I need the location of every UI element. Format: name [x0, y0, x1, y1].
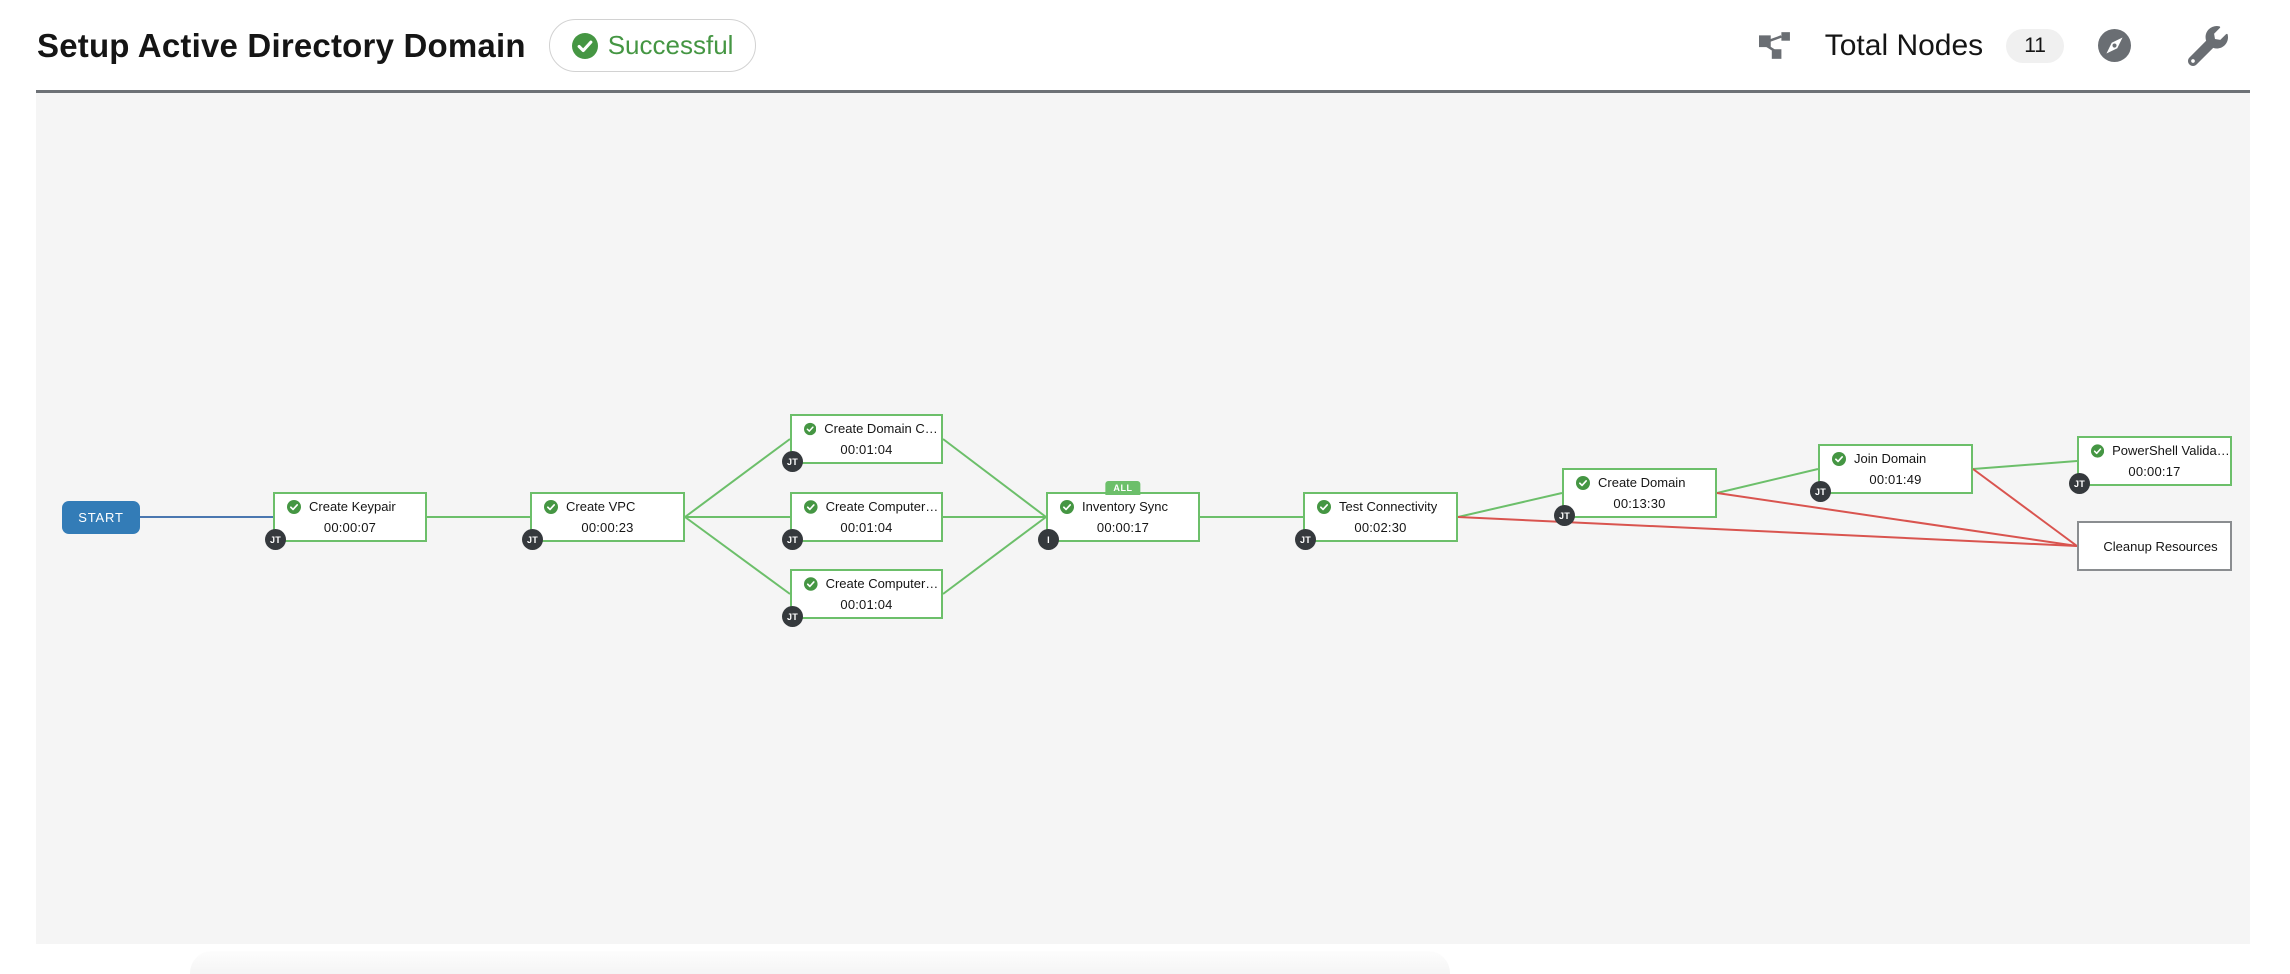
edge-create-domain-to-cleanup-resources[interactable]	[1716, 492, 2078, 547]
wrench-icon	[2188, 25, 2228, 66]
node-title-row: Create Computer (1)	[792, 499, 941, 514]
node-title-row: Create Computer (2)	[792, 576, 941, 591]
node-success-icon	[1832, 451, 1846, 466]
node-title-row: Join Domain	[1820, 451, 1971, 466]
page-header: Setup Active Directory Domain Successful…	[0, 0, 2290, 91]
edge-create-domain-to-join-domain[interactable]	[1716, 468, 1819, 494]
canvas-top-border	[36, 90, 2250, 93]
node-title-row: Create VPC	[532, 499, 683, 514]
node-type-badge-i: I	[1038, 529, 1059, 550]
bottom-panel-edge	[190, 951, 1450, 974]
node-elapsed-time: 00:01:04	[840, 520, 893, 535]
edge-join-domain-to-powershell-validation[interactable]	[1972, 460, 2078, 470]
node-success-icon	[1317, 499, 1331, 514]
compass-icon	[2098, 29, 2131, 62]
header-left: Setup Active Directory Domain Successful	[37, 19, 757, 72]
node-success-icon	[804, 422, 817, 435]
success-check-icon	[571, 32, 598, 59]
node-label: Create Domain Contr...	[824, 421, 941, 436]
node-elapsed-time: 00:01:04	[840, 597, 893, 612]
node-run-condition-tag: ALL	[1105, 481, 1141, 495]
topology-icon	[1758, 32, 1790, 59]
node-label: Join Domain	[1854, 451, 1927, 466]
node-type-badge-jt: JT	[2069, 473, 2090, 494]
node-elapsed-time: 00:00:17	[2128, 464, 2181, 479]
node-label: Test Connectivity	[1339, 499, 1438, 514]
node-label: Create VPC	[566, 499, 636, 514]
node-type-badge-jt: JT	[1554, 505, 1575, 526]
node-title-row: Create Domain Contr...	[792, 421, 941, 436]
node-type-badge-jt: JT	[782, 606, 803, 627]
node-elapsed-time: 00:01:49	[1869, 472, 1922, 487]
node-elapsed-time: 00:00:23	[581, 520, 634, 535]
edge-create-computer-2-to-inventory-sync[interactable]	[942, 516, 1047, 595]
node-label: Create Computer (1)	[825, 499, 941, 514]
edge-create-domain-controller-to-inventory-sync[interactable]	[942, 438, 1047, 518]
node-title-row: PowerShell Validation	[2079, 443, 2230, 458]
node-type-badge-jt: JT	[1810, 481, 1831, 502]
node-label: Create Domain	[1598, 475, 1686, 490]
node-elapsed-time: 00:00:17	[1096, 520, 1150, 535]
node-type-badge-jt: JT	[522, 529, 543, 550]
node-success-icon	[804, 499, 818, 514]
node-title-row: Cleanup Resources	[2091, 539, 2217, 554]
node-title-row: Inventory Sync	[1048, 499, 1198, 514]
node-title-row: Create Keypair	[275, 499, 425, 514]
node-elapsed-time: 00:00:07	[323, 520, 377, 535]
node-success-icon	[1576, 475, 1590, 490]
node-success-icon	[804, 576, 818, 591]
node-label: PowerShell Validation	[2112, 443, 2230, 458]
total-nodes-count: 11	[2006, 28, 2064, 63]
node-title-row: Create Domain	[1564, 475, 1715, 490]
node-elapsed-time: 00:02:30	[1354, 520, 1407, 535]
node-title-row: Test Connectivity	[1305, 499, 1456, 514]
node-label: Create Computer (2)	[825, 576, 941, 591]
node-elapsed-time: 00:13:30	[1613, 496, 1666, 511]
edge-join-domain-to-cleanup-resources[interactable]	[1972, 468, 2078, 547]
node-type-badge-jt: JT	[1295, 529, 1316, 550]
workflow-node-cleanup-resources[interactable]: Cleanup Resources	[2077, 521, 2232, 571]
page-title: Setup Active Directory Domain	[37, 26, 526, 64]
status-badge-label: Successful	[607, 30, 734, 60]
status-badge: Successful	[548, 19, 757, 72]
node-type-badge-jt: JT	[265, 529, 286, 550]
total-nodes-label: Total Nodes	[1824, 28, 1984, 62]
edge-create-vpc-to-create-computer-2[interactable]	[684, 516, 791, 595]
workflow-start-node[interactable]: START	[62, 501, 140, 534]
node-success-icon	[2091, 443, 2105, 458]
node-label: Create Keypair	[309, 499, 396, 514]
node-type-badge-jt: JT	[782, 529, 803, 550]
node-elapsed-time: 00:01:04	[840, 442, 893, 457]
node-label: Cleanup Resources	[2103, 538, 2218, 554]
node-type-badge-jt: JT	[782, 451, 803, 472]
edge-test-connectivity-to-create-domain[interactable]	[1457, 492, 1563, 518]
node-success-icon	[544, 499, 558, 514]
tools-button[interactable]	[2188, 25, 2228, 66]
header-right: Total Nodes 11	[1758, 25, 2228, 66]
node-label: Inventory Sync	[1082, 499, 1168, 514]
node-success-icon	[1060, 499, 1074, 514]
legend-compass-button[interactable]	[2098, 29, 2131, 62]
edge-create-vpc-to-create-domain-controller[interactable]	[684, 438, 791, 518]
node-success-icon	[287, 499, 301, 514]
